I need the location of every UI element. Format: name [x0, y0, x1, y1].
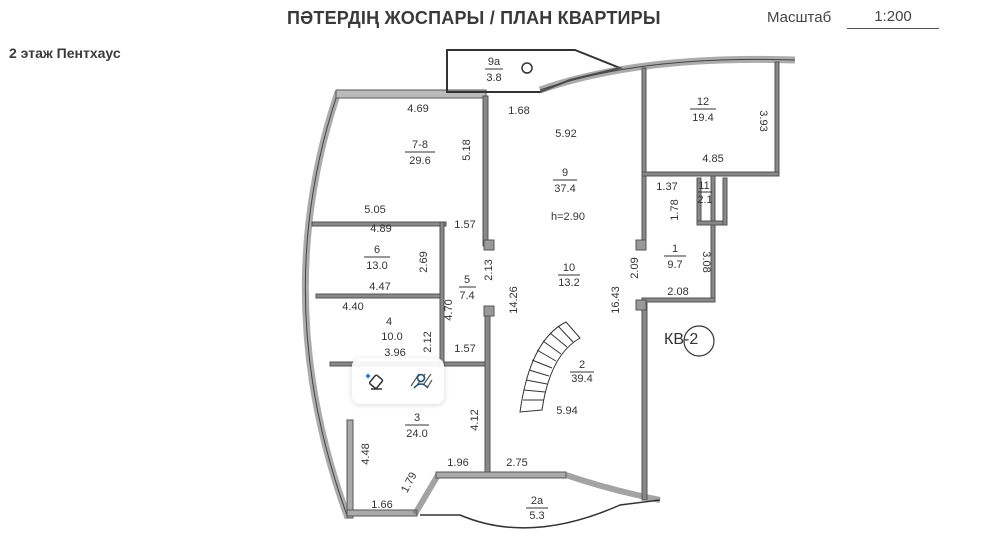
- svg-text:2.08: 2.08: [667, 286, 688, 298]
- svg-text:1.57: 1.57: [454, 219, 475, 231]
- svg-text:2.1: 2.1: [697, 194, 712, 206]
- svg-text:5.05: 5.05: [364, 204, 385, 216]
- svg-text:4.48: 4.48: [360, 443, 372, 464]
- svg-text:4.69: 4.69: [407, 103, 428, 115]
- magic-eraser-button[interactable]: [360, 366, 390, 396]
- svg-text:39.4: 39.4: [571, 373, 592, 385]
- eraser-sparkle-icon: [365, 373, 384, 390]
- svg-text:5.18: 5.18: [461, 139, 473, 160]
- svg-text:3.08: 3.08: [700, 251, 712, 272]
- svg-text:3: 3: [414, 412, 420, 424]
- svg-text:12: 12: [697, 96, 709, 108]
- dimension-labels: 4.69 5.18 5.05 1.57 4.89 2.69 4.47 4.40 …: [342, 103, 769, 511]
- person-hatch-icon: [410, 373, 433, 389]
- staircase: [519, 321, 581, 413]
- svg-text:4.12: 4.12: [469, 409, 481, 430]
- svg-text:6: 6: [374, 244, 380, 256]
- svg-text:3.96: 3.96: [384, 347, 405, 359]
- svg-text:9: 9: [562, 167, 568, 179]
- svg-text:13.2: 13.2: [558, 277, 579, 289]
- svg-text:9a: 9a: [488, 56, 501, 68]
- svg-text:1.68: 1.68: [508, 105, 529, 117]
- svg-text:9.7: 9.7: [667, 259, 682, 271]
- svg-text:2.69: 2.69: [418, 251, 430, 272]
- svg-text:3.8: 3.8: [486, 72, 501, 84]
- scale-label: Масштаб: [767, 9, 832, 26]
- svg-text:19.4: 19.4: [692, 112, 713, 124]
- svg-text:1.96: 1.96: [447, 457, 468, 469]
- svg-text:5.92: 5.92: [555, 128, 576, 140]
- svg-text:1.57: 1.57: [454, 343, 475, 355]
- svg-text:24.0: 24.0: [406, 428, 427, 440]
- svg-text:5.94: 5.94: [556, 405, 577, 417]
- room-labels: 7-8 29.6 9a 3.8 9 37.4 h=2.90 12 19.4 11…: [364, 56, 716, 522]
- svg-text:2.12: 2.12: [422, 331, 434, 352]
- svg-text:4.47: 4.47: [369, 281, 390, 293]
- svg-text:13.0: 13.0: [366, 260, 387, 272]
- svg-text:2: 2: [579, 359, 585, 371]
- walls: [301, 49, 796, 529]
- image-tools-toolbar: [352, 358, 444, 404]
- svg-text:5: 5: [464, 274, 470, 286]
- svg-text:37.4: 37.4: [554, 183, 575, 195]
- svg-text:14.26: 14.26: [508, 286, 520, 314]
- svg-text:1.79: 1.79: [399, 470, 420, 495]
- svg-text:4: 4: [386, 316, 392, 328]
- svg-text:1.66: 1.66: [371, 499, 392, 511]
- svg-text:2.09: 2.09: [629, 257, 641, 278]
- remove-people-button[interactable]: [406, 366, 436, 396]
- svg-text:10: 10: [563, 262, 575, 274]
- svg-text:29.6: 29.6: [409, 155, 430, 167]
- svg-text:5.3: 5.3: [529, 510, 544, 522]
- svg-text:16.43: 16.43: [610, 286, 622, 314]
- svg-text:1: 1: [672, 243, 678, 255]
- svg-text:1.37: 1.37: [656, 181, 677, 193]
- apartment-marker-circle: [683, 325, 715, 357]
- plan-title: ПӘТЕРДІҢ ЖОСПАРЫ / ПЛАН КВАРТИРЫ: [287, 8, 661, 28]
- svg-text:3.93: 3.93: [757, 110, 769, 131]
- svg-text:4.40: 4.40: [342, 301, 363, 313]
- svg-text:7-8: 7-8: [412, 139, 428, 151]
- scale-value: 1:200: [847, 8, 939, 29]
- svg-text:4.89: 4.89: [370, 223, 391, 235]
- svg-text:2a: 2a: [531, 495, 544, 507]
- floor-label: 2 этаж Пентхаус: [9, 45, 121, 61]
- svg-text:2.13: 2.13: [483, 259, 495, 280]
- svg-text:4.85: 4.85: [702, 153, 723, 165]
- apartment-label: КВ-2: [664, 331, 699, 348]
- svg-text:10.0: 10.0: [381, 331, 402, 343]
- svg-text:2.75: 2.75: [506, 457, 527, 469]
- svg-text:11: 11: [698, 180, 709, 192]
- svg-text:4.70: 4.70: [443, 299, 455, 320]
- svg-text:1.78: 1.78: [669, 199, 681, 220]
- svg-text:h=2.90: h=2.90: [551, 211, 585, 223]
- svg-text:7.4: 7.4: [459, 290, 474, 302]
